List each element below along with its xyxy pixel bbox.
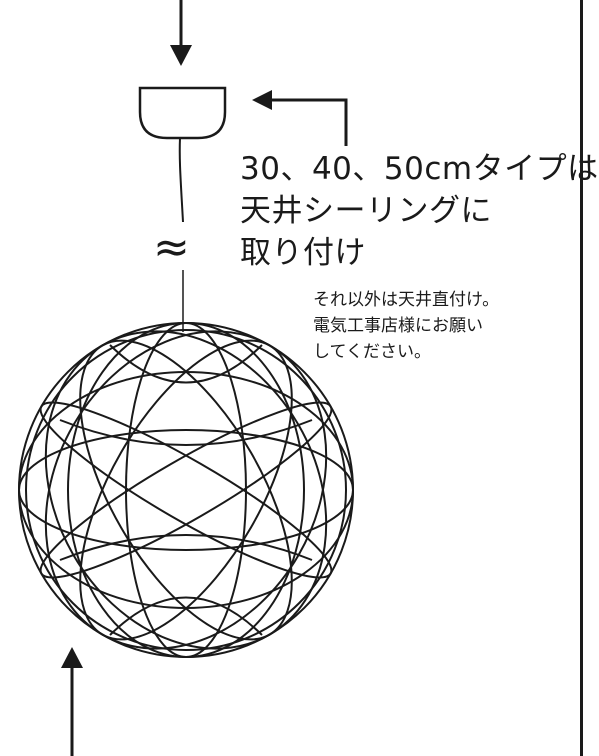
- installation-note-line2: 電気工事店様にお願い: [313, 316, 483, 336]
- woven-sphere-shade: [18, 322, 354, 658]
- installation-note-line3: してください。: [313, 342, 431, 362]
- pendant-light-diagram: [18, 0, 354, 756]
- ceiling-canopy: [138, 86, 227, 140]
- right-border-line: [580, 0, 583, 756]
- pendant-cord-upper: [178, 137, 184, 223]
- mounting-caption-line2: 天井シーリングに: [240, 193, 492, 229]
- installation-note: それ以外は天井直付け。 電気工事店様にお願い してください。: [313, 287, 499, 365]
- installation-note-line1: それ以外は天井直付け。: [313, 290, 500, 310]
- bottom-up-arrow: [61, 647, 83, 756]
- ceiling-down-arrow: [170, 0, 192, 66]
- mounting-caption-line3: 取り付け: [240, 235, 366, 271]
- mounting-caption-line1: 30、40、50cmタイプは: [240, 151, 599, 187]
- cord-break-symbol: ≈: [151, 222, 192, 273]
- canopy-pointer-arrow: [252, 90, 348, 146]
- mounting-caption: 30、40、50cmタイプは 天井シーリングに 取り付け: [240, 148, 599, 274]
